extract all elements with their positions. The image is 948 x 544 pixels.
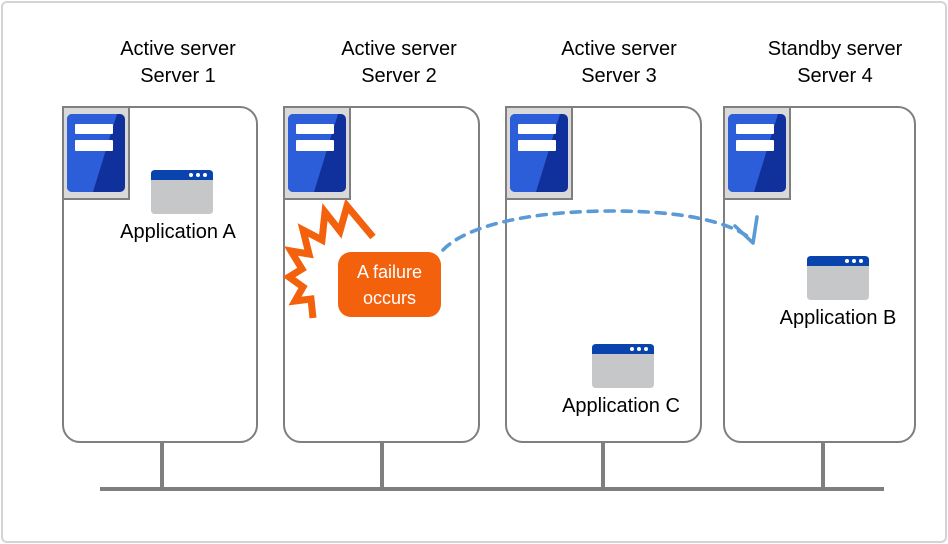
- server2-role: Active server: [341, 38, 457, 60]
- server1-name: Server 1: [140, 65, 216, 87]
- network-bus-line: [100, 487, 884, 491]
- server2-title: Active server Server 2: [289, 36, 509, 90]
- failure-callout: A failure occurs: [338, 252, 441, 317]
- server3-network-connector: [601, 441, 605, 489]
- failure-line1: A failure: [356, 261, 423, 282]
- server1-box: [62, 106, 258, 443]
- app-window-icon: [807, 256, 869, 300]
- server2-name: Server 2: [361, 65, 437, 87]
- server4-icon-box: [723, 106, 791, 200]
- failure-line2: occurs: [362, 287, 416, 308]
- application-b-label: Application B: [779, 307, 897, 329]
- server4-network-connector: [821, 441, 825, 489]
- server1-role: Active server: [120, 38, 236, 60]
- server-tower-icon: [510, 114, 568, 192]
- server-tower-icon: [67, 114, 125, 192]
- application-c-label: Application C: [562, 395, 680, 417]
- server3-title: Active server Server 3: [509, 36, 729, 90]
- server4-title: Standby server Server 4: [725, 36, 945, 90]
- server4-role: Standby server: [767, 38, 903, 60]
- server-tower-icon: [728, 114, 786, 192]
- server4-name: Server 4: [797, 65, 873, 87]
- server1-network-connector: [160, 441, 164, 489]
- server2-network-connector: [380, 441, 384, 489]
- server1-icon-box: [62, 106, 130, 200]
- server1-title: Active server Server 1: [68, 36, 288, 90]
- server2-icon-box: [283, 106, 351, 200]
- server3-icon-box: [505, 106, 573, 200]
- server3-name: Server 3: [581, 65, 657, 87]
- app-window-icon: [151, 170, 213, 214]
- server3-role: Active server: [561, 38, 677, 60]
- application-a-label: Application A: [120, 221, 236, 243]
- server-tower-icon: [288, 114, 346, 192]
- app-window-icon: [592, 344, 654, 388]
